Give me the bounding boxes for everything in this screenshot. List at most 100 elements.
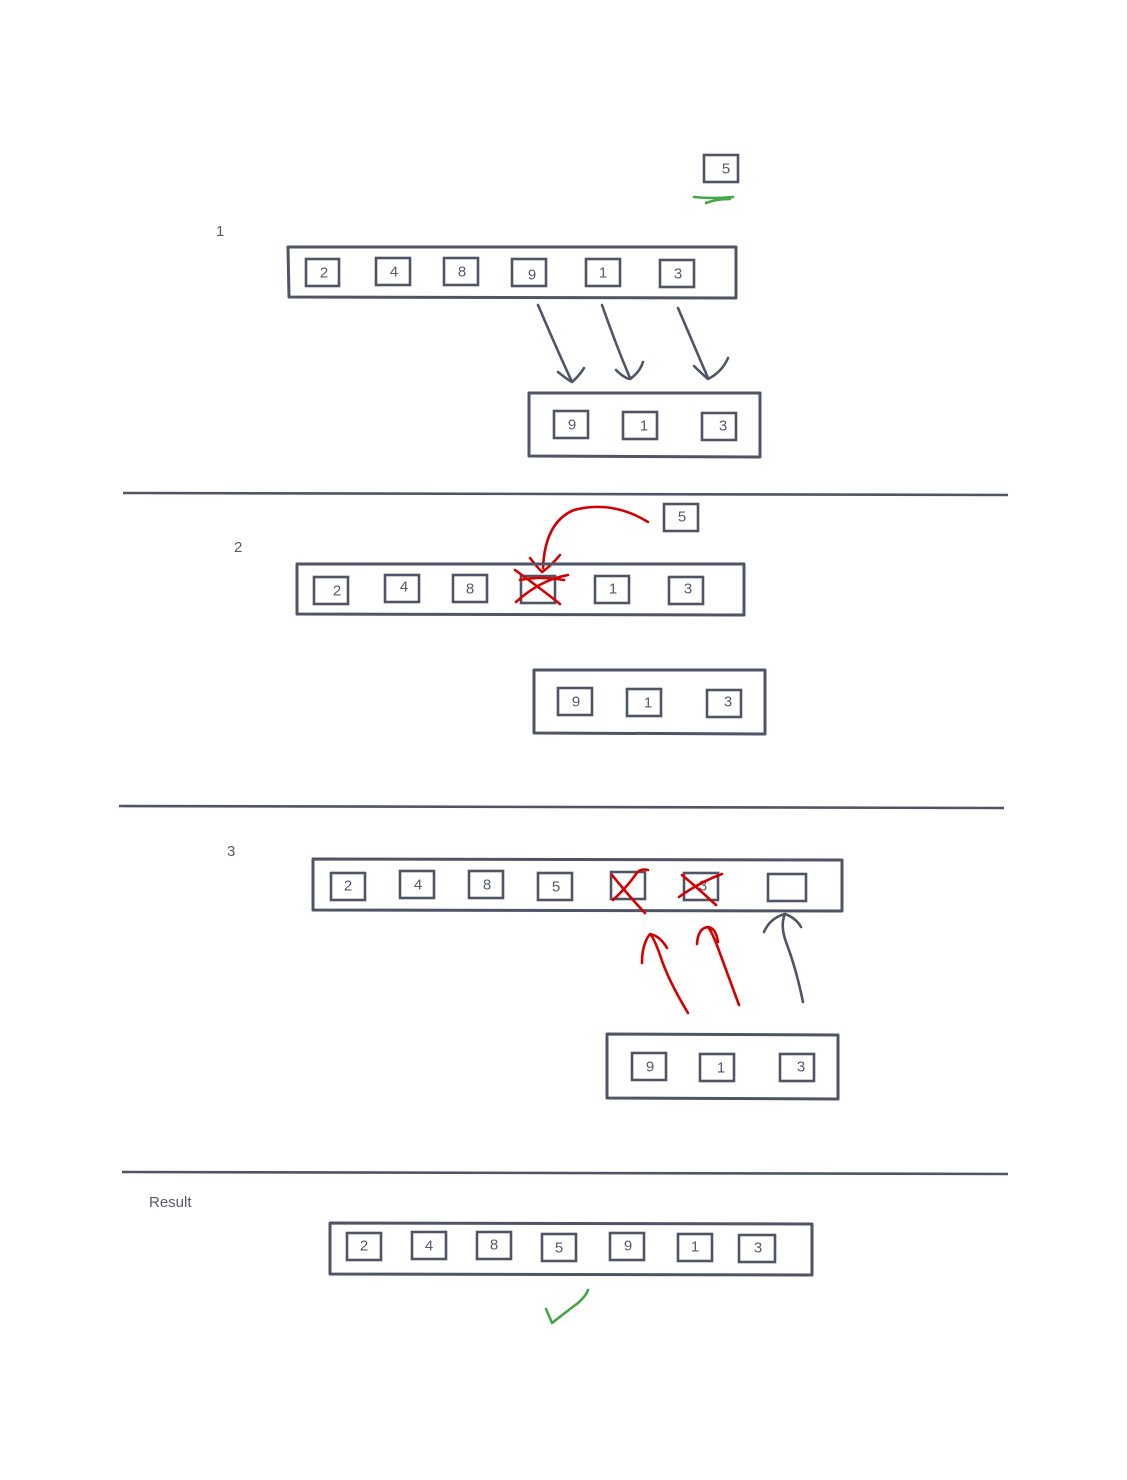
temp-cell-value: 3 bbox=[724, 694, 732, 711]
array-cell: 4 bbox=[383, 573, 421, 604]
step-2: 2 5 2 4 8 bbox=[234, 502, 767, 736]
arrow-up-icon bbox=[695, 925, 741, 1007]
array-cell: 1 bbox=[676, 1232, 714, 1263]
array-cell-value: 4 bbox=[414, 877, 422, 894]
insert-value-cell bbox=[662, 502, 700, 533]
array-cell-value: 8 bbox=[490, 1237, 498, 1254]
insert-value-cell bbox=[702, 153, 740, 184]
temp-cell-value: 3 bbox=[797, 1059, 805, 1076]
temp-cell: 9 bbox=[556, 686, 594, 717]
array-cell-value: 3 bbox=[754, 1240, 762, 1257]
array-container bbox=[286, 245, 738, 300]
temp-cell-value: 1 bbox=[717, 1060, 725, 1077]
array-cell-value: 4 bbox=[390, 264, 398, 281]
step-3-label: 3 bbox=[227, 843, 235, 860]
result-label: Result bbox=[149, 1194, 192, 1211]
temp-array: 9 1 3 bbox=[605, 1032, 840, 1101]
array-cell-new bbox=[766, 872, 808, 903]
array-cell: 5 bbox=[540, 1232, 578, 1263]
insert-value-text: 5 bbox=[678, 509, 686, 526]
array-cell: 8 bbox=[475, 1230, 513, 1261]
array-cell-value: 1 bbox=[691, 1239, 699, 1256]
step-1-label: 1 bbox=[216, 223, 224, 240]
temp-cell: 9 bbox=[552, 409, 590, 440]
array-cell-value: 2 bbox=[344, 878, 352, 895]
array-cell: 2 bbox=[304, 257, 341, 288]
green-underline-mark bbox=[692, 195, 735, 205]
step-3: 3 2 4 8 5 bbox=[227, 843, 844, 1101]
arrow-up-icon bbox=[640, 932, 690, 1015]
main-array: 2 4 8 5 3 bbox=[311, 857, 844, 915]
array-cell: 1 bbox=[593, 574, 631, 605]
array-cell-value: 1 bbox=[609, 581, 617, 598]
array-cell-value: 2 bbox=[333, 583, 341, 600]
array-cell: 9 bbox=[510, 257, 548, 288]
temp-cell-value: 1 bbox=[644, 695, 652, 712]
temp-cell: 1 bbox=[621, 410, 659, 441]
array-cell: 8 bbox=[451, 573, 489, 604]
cross-out-mark bbox=[610, 868, 650, 915]
array-cell: 4 bbox=[410, 1230, 448, 1261]
array-cell: 2 bbox=[345, 1231, 383, 1262]
main-array: 2 4 8 1 3 bbox=[295, 562, 746, 617]
step-1: 1 5 2 4 8 9 bbox=[216, 153, 762, 459]
temp-cell: 3 bbox=[700, 411, 738, 442]
result-section: Result 2 4 8 5 9 bbox=[149, 1194, 814, 1325]
array-cell-value: 5 bbox=[555, 1240, 563, 1257]
section-divider bbox=[122, 491, 1009, 497]
array-cell: 2 bbox=[312, 575, 350, 606]
result-array: 2 4 8 5 9 1 3 bbox=[328, 1221, 814, 1277]
temp-array: 9 1 3 bbox=[532, 668, 767, 736]
temp-cell: 3 bbox=[705, 688, 743, 719]
array-cell: 3 bbox=[658, 258, 696, 289]
array-cell-value: 9 bbox=[528, 267, 536, 284]
array-cell-value: 4 bbox=[400, 579, 408, 596]
array-cell: 4 bbox=[374, 256, 412, 287]
insert-value-text: 5 bbox=[722, 161, 730, 178]
array-cell-overwritten: 3 bbox=[677, 871, 724, 907]
temp-cell: 1 bbox=[698, 1052, 736, 1083]
section-divider bbox=[118, 804, 1005, 810]
temp-array-container bbox=[605, 1032, 840, 1101]
array-cell-overwritten bbox=[609, 868, 650, 915]
temp-cell: 9 bbox=[630, 1051, 668, 1082]
array-cell: 8 bbox=[442, 256, 480, 287]
array-cell: 9 bbox=[608, 1231, 646, 1262]
temp-array-container bbox=[532, 668, 767, 736]
cross-out-mark bbox=[677, 872, 724, 907]
arrow-up-icon bbox=[762, 912, 805, 1004]
array-cell-value: 3 bbox=[674, 266, 682, 283]
array-cell-value: 3 bbox=[684, 581, 692, 598]
insert-value-box: 5 bbox=[662, 502, 700, 533]
shift-arrows bbox=[640, 912, 805, 1015]
temp-cell-value: 9 bbox=[568, 417, 576, 434]
step-2-label: 2 bbox=[234, 539, 242, 556]
array-cell: 4 bbox=[398, 869, 436, 900]
copy-arrows bbox=[536, 303, 730, 384]
temp-cell-value: 9 bbox=[572, 694, 580, 711]
temp-cell: 3 bbox=[778, 1052, 816, 1083]
array-cell: 2 bbox=[329, 871, 367, 902]
arrow-down-icon bbox=[600, 303, 645, 381]
array-container bbox=[295, 562, 746, 617]
array-cell: 5 bbox=[536, 871, 574, 902]
array-cell-value: 3 bbox=[699, 878, 707, 895]
array-cell: 1 bbox=[584, 257, 622, 288]
temp-cell-value: 3 bbox=[719, 418, 727, 435]
array-cell-value: 8 bbox=[466, 581, 474, 598]
temp-cell-value: 1 bbox=[640, 418, 648, 435]
temp-cell-value: 9 bbox=[646, 1059, 654, 1076]
array-cell-value: 2 bbox=[360, 1238, 368, 1255]
insert-arrow-icon bbox=[528, 505, 650, 574]
section-divider bbox=[121, 1170, 1009, 1176]
temp-cell: 1 bbox=[625, 687, 663, 718]
checkmark-icon bbox=[544, 1288, 590, 1325]
temp-array-container bbox=[527, 391, 762, 459]
array-container bbox=[311, 857, 844, 913]
array-cell: 8 bbox=[467, 869, 505, 900]
array-cell: 3 bbox=[737, 1233, 777, 1264]
insert-value-box: 5 bbox=[702, 153, 740, 184]
cross-out-mark bbox=[513, 568, 570, 606]
array-cell: 3 bbox=[667, 575, 705, 606]
